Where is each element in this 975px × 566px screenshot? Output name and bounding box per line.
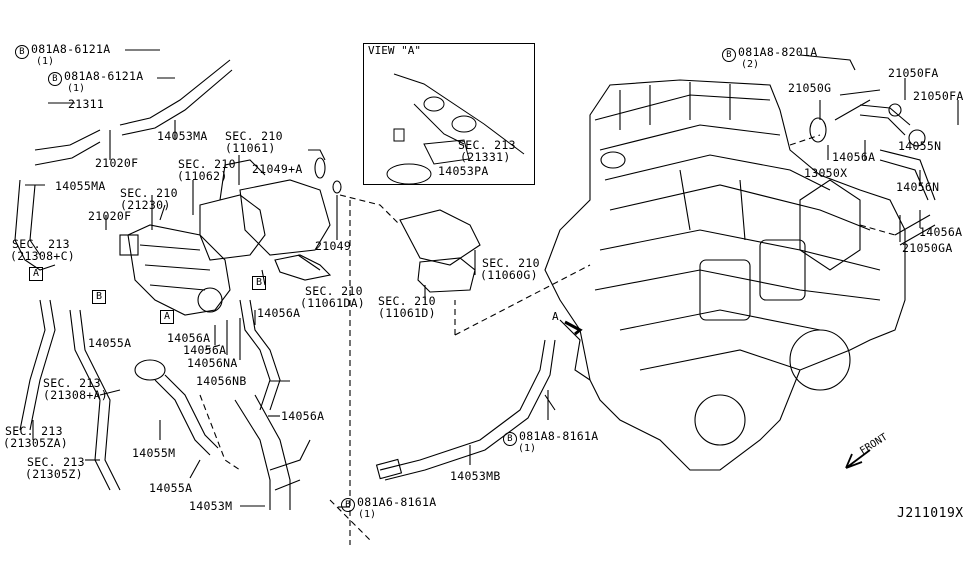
section-ref-sec210-11061-code[interactable]: (11061) — [225, 141, 276, 155]
section-ref-sec210-11060g[interactable]: SEC. 210 — [482, 256, 540, 270]
part-label-14055m[interactable]: 14055M — [132, 446, 176, 460]
section-ref-sec210-11060g-code[interactable]: (11060G) — [480, 268, 538, 282]
part-label-14055a[interactable]: 14055A — [149, 481, 193, 495]
part-label-14053ma[interactable]: 14053MA — [157, 129, 208, 143]
view-a-title: VIEW "A" — [368, 44, 421, 57]
section-ref-sec210-11061da-code[interactable]: (11061DA) — [300, 296, 366, 310]
bolt-quantity: (2) — [741, 59, 760, 70]
bolt-quantity: (1) — [358, 509, 377, 520]
section-ref-sec213-21305za-code[interactable]: (21305ZA) — [3, 436, 69, 450]
part-label-14056a[interactable]: 14056A — [832, 150, 876, 164]
section-ref-sec213-21305z[interactable]: SEC. 213 — [27, 455, 85, 469]
section-ref-sec213-21308c-code[interactable]: (21308+C) — [10, 249, 76, 263]
bolt-type-b-icon: B — [341, 498, 355, 512]
bolt-part-number: 081A6-8161A — [357, 495, 437, 509]
part-label-14053mb[interactable]: 14053MB — [450, 469, 501, 483]
section-ref-sec213-21305z-code[interactable]: (21305Z) — [25, 467, 83, 481]
bolt-type-b-icon: B — [48, 72, 62, 86]
part-label-14055a[interactable]: 14055A — [88, 336, 132, 350]
section-ref-sec210-11062[interactable]: SEC. 210 — [178, 157, 236, 171]
part-label-14056a[interactable]: 14056A — [167, 331, 211, 345]
section-ref-sec210-21230[interactable]: SEC. 210 — [120, 186, 178, 200]
part-label-21311[interactable]: 21311 — [68, 97, 105, 111]
label-leaders — [25, 49, 959, 508]
section-ref-sec210-21230-code[interactable]: (21230) — [120, 198, 171, 212]
part-label-21050ga[interactable]: 21050GA — [902, 241, 953, 255]
bolt-part-number: 081A8-8201A — [738, 45, 818, 59]
section-ref-sec213-21308c[interactable]: SEC. 213 — [12, 237, 70, 251]
section-ref-sec210-11061[interactable]: SEC. 210 — [225, 129, 283, 143]
part-label-14056a[interactable]: 14056A — [919, 225, 963, 239]
ref-box-a: A — [29, 267, 43, 281]
pipe-14053mb — [375, 339, 556, 481]
front-arrow-icon — [845, 449, 871, 469]
water-pump-assembly — [119, 204, 231, 316]
part-label-21050fa[interactable]: 21050FA — [888, 66, 939, 80]
view-a-inset — [363, 43, 535, 185]
bolt-quantity: (1) — [518, 443, 537, 454]
view-a-arrow — [564, 320, 583, 336]
hoses-right — [809, 89, 936, 246]
part-label-21050g[interactable]: 21050G — [788, 81, 832, 95]
part-label-14053m[interactable]: 14053M — [189, 499, 233, 513]
section-ref-line1: SEC. 213 — [458, 138, 516, 152]
bolt-quantity: (1) — [67, 83, 86, 94]
view-direction-label: A — [552, 310, 559, 323]
engine-assembly — [544, 79, 906, 471]
bolt-part-number: 081A8-8161A — [519, 429, 599, 443]
part-label-21020f[interactable]: 21020F — [95, 156, 139, 170]
part-label-21049[interactable]: 21049 — [315, 239, 352, 253]
diagram-code: J211019X — [897, 506, 964, 521]
section-ref-sec210-11061d-code[interactable]: (11061D) — [378, 306, 436, 320]
dashed-leaders — [199, 134, 896, 545]
section-ref-line2: (21331) — [460, 150, 511, 164]
part-label-14056nb[interactable]: 14056NB — [196, 374, 247, 388]
part-label-21020f[interactable]: 21020F — [88, 209, 132, 223]
part-label-14055ma[interactable]: 14055MA — [55, 179, 106, 193]
section-ref-sec210-11062-code[interactable]: (11062) — [177, 169, 228, 183]
part-label-21049a[interactable]: 21049+A — [252, 162, 303, 176]
bolt-type-b-icon: B — [15, 45, 29, 59]
part-label-13050x[interactable]: 13050X — [804, 166, 848, 180]
bolt-quantity: (1) — [36, 56, 55, 67]
ref-box-b: B — [92, 290, 106, 304]
water-outlet — [399, 209, 481, 293]
ref-box-a: A — [160, 310, 174, 324]
section-ref-sec213-21308a-code[interactable]: (21308+A) — [43, 388, 109, 402]
section-ref-sec210-11061d[interactable]: SEC. 210 — [378, 294, 436, 308]
thermostat-housing — [199, 157, 342, 281]
part-label-14056n[interactable]: 14056N — [896, 180, 940, 194]
bolt-part-number: 081A8-6121A — [31, 42, 111, 56]
part-label-14055n[interactable]: 14055N — [898, 139, 942, 153]
part-label-14056a[interactable]: 14056A — [183, 343, 227, 357]
part-label-14053pa[interactable]: 14053PA — [438, 164, 489, 178]
ref-box-b: B — [252, 276, 266, 290]
part-label-14056a[interactable]: 14056A — [281, 409, 325, 423]
section-ref-sec213-21305za[interactable]: SEC. 213 — [5, 424, 63, 438]
part-label-21050fa[interactable]: 21050FA — [913, 89, 964, 103]
bolt-type-b-icon: B — [722, 48, 736, 62]
hoses-left — [14, 59, 311, 510]
section-ref-sec210-11061da[interactable]: SEC. 210 — [305, 284, 363, 298]
section-ref-sec213-21308a[interactable]: SEC. 213 — [43, 376, 101, 390]
bolt-type-b-icon: B — [503, 432, 517, 446]
bolt-part-number: 081A8-6121A — [64, 69, 144, 83]
part-label-14056na[interactable]: 14056NA — [187, 356, 238, 370]
part-label-14056a[interactable]: 14056A — [257, 306, 301, 320]
